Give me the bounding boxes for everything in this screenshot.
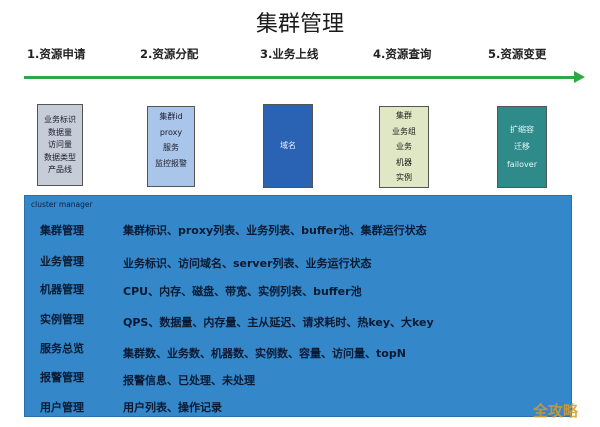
step-3-label: 3.业务上线 (260, 47, 319, 61)
step-4-box: 集群 业务组 业务 机器 实例 (379, 106, 429, 188)
process-arrow-line (24, 76, 576, 79)
box-item: proxy (159, 127, 183, 137)
row-desc-business: 业务标识、访问域名、server列表、业务运行状态 (123, 257, 372, 270)
box-item: 机器 (396, 157, 412, 167)
box-item: 数据量 (48, 127, 72, 137)
row-desc-user: 用户列表、操作记录 (123, 401, 222, 414)
row-label-user: 用户管理 (40, 401, 84, 414)
box-item: 扩缩容 (510, 124, 534, 134)
box-item: 访问量 (48, 140, 72, 150)
box-item: 业务组 (392, 126, 416, 136)
panel-title: cluster manager (31, 200, 93, 209)
box-item: 集群 (396, 111, 412, 121)
box-item: 数据类型 (44, 152, 76, 162)
step-1-label: 1.资源申请 (27, 47, 86, 61)
box-item: failover (506, 159, 537, 169)
step-5-label: 5.资源变更 (488, 47, 547, 61)
step-2-label: 2.资源分配 (140, 47, 199, 61)
step-2-box: 集群id proxy 服务 监控报警 (147, 106, 195, 187)
box-item: 域名 (280, 141, 296, 151)
row-label-alarm: 报警管理 (40, 371, 84, 384)
step-5-box: 扩缩容 迁移 failover (497, 106, 547, 188)
row-desc-instance: QPS、数据量、内存量、主从延迟、请求耗时、热key、大key (123, 316, 434, 329)
box-item: 监控报警 (155, 158, 187, 168)
step-1-box: 业务标识 数据量 访问量 数据类型 产品线 (37, 104, 83, 186)
row-label-overview: 服务总览 (40, 342, 84, 355)
cluster-manager-panel: cluster manager (24, 195, 572, 417)
row-desc-overview: 集群数、业务数、机器数、实例数、容量、访问量、topN (123, 347, 406, 360)
box-item: 迁移 (514, 142, 530, 152)
box-item: 实例 (396, 173, 412, 183)
box-item: 业务 (396, 142, 412, 152)
row-label-instance: 实例管理 (40, 313, 84, 326)
row-desc-cluster: 集群标识、proxy列表、业务列表、buffer池、集群运行状态 (123, 224, 427, 237)
process-arrow-head (574, 71, 585, 83)
box-item: 集群id (159, 112, 183, 121)
watermark-text: 全攻略 (533, 402, 579, 420)
box-item: 产品线 (48, 165, 72, 175)
row-desc-machine: CPU、内存、磁盘、带宽、实例列表、buffer池 (123, 285, 362, 298)
box-item: 业务标识 (44, 115, 76, 125)
row-desc-alarm: 报警信息、已处理、未处理 (123, 374, 255, 387)
diagram-title: 集群管理 (255, 12, 344, 37)
box-item: 服务 (163, 143, 179, 153)
row-label-cluster: 集群管理 (40, 224, 84, 237)
row-label-business: 业务管理 (40, 255, 84, 268)
step-3-box: 域名 (263, 104, 313, 188)
step-4-label: 4.资源查询 (373, 47, 432, 61)
row-label-machine: 机器管理 (40, 283, 84, 296)
